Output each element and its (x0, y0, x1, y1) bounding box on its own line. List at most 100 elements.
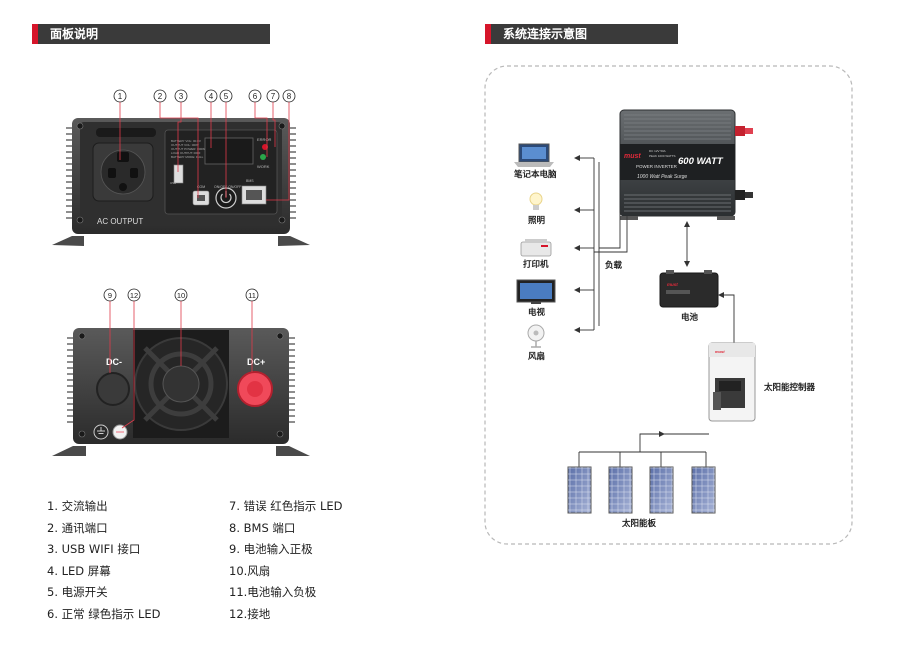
callout-leaders (119, 102, 290, 201)
dc-minus-terminal (96, 372, 130, 406)
callout-label: 12 (130, 291, 138, 300)
panels-arrow (659, 431, 665, 437)
callout-label: 11 (248, 291, 256, 300)
legend-item: 8. BMS 端口 (229, 520, 296, 535)
rear-panel: DC- DC+ 9 12 10 11 (52, 288, 310, 456)
header-title: 面板说明 (50, 27, 99, 41)
legend-item: 5. 电源开关 (47, 585, 108, 599)
solar-panels (567, 466, 716, 514)
callout-label: 4 (209, 92, 214, 101)
inverter-spec: PEAK 1000 WATTS (649, 154, 676, 158)
inverter-subtitle: POWER INVERTER (636, 164, 678, 169)
callout-label: 3 (179, 92, 184, 101)
legend-item: 6. 正常 绿色指示 LED (47, 606, 161, 621)
screw (276, 430, 284, 438)
lcd-line: BATTERY MODE: FULL (171, 155, 204, 159)
work-led (260, 154, 266, 160)
legend-item: 7. 错误 红色指示 LED (229, 499, 343, 513)
controller-label: 太阳能控制器 (763, 382, 816, 393)
lcd-line: OUTPUT POWER: 000W (171, 147, 205, 151)
header-accent (485, 24, 491, 44)
front-panel: AC OUTPUT BATTERY VOL: 00.0V OUTPUT VOL:… (52, 89, 310, 246)
section-header-panel: 面板说明 (32, 24, 270, 44)
load-label-light: 照明 (528, 216, 546, 226)
battery-brand: must (667, 282, 678, 287)
usb-label: USB (170, 181, 176, 185)
dc-minus-label: DC- (106, 357, 122, 367)
solar-controller-device: must (708, 342, 756, 422)
screw (76, 122, 84, 130)
section-header-system: 系统连接示意图 (485, 24, 678, 44)
heat-fins-right (289, 127, 296, 219)
controller-brand: must (715, 349, 725, 354)
callout-label: 2 (158, 92, 163, 101)
load-group-label: 负载 (605, 260, 623, 271)
screw (76, 216, 84, 224)
vent-slot (96, 128, 156, 137)
inverter-surge: 1000 Watt Peak Surge (637, 174, 687, 180)
inverter-brand: must (624, 153, 641, 160)
error-label: ERROR (257, 137, 272, 142)
callout-label: 8 (287, 92, 292, 101)
error-led (262, 144, 268, 150)
callout-label: 9 (108, 291, 112, 300)
load-light-icon (529, 192, 543, 210)
header-title: 系统连接示意图 (503, 27, 588, 41)
callout-label: 10 (177, 291, 185, 300)
callouts-front (113, 89, 296, 103)
ac-output-label: AC OUTPUT (97, 217, 143, 226)
legend-item: 10.风扇 (229, 563, 271, 578)
legend-item: 4. LED 屏幕 (47, 563, 111, 578)
load-label-tv: 电视 (528, 307, 546, 318)
legend-list-right: 7. 错误 红色指示 LED 8. BMS 端口 9. 电池输入正极 10.风扇… (229, 496, 342, 625)
legend-item: 11.电池输入负极 (229, 585, 317, 599)
legend-item: 9. 电池输入正极 (229, 542, 313, 556)
battery-device: must (659, 270, 719, 308)
diagram-border (484, 65, 853, 545)
lcd-line: OUTPUT VOL: 000V (171, 143, 199, 147)
inverter-battery-link (684, 221, 690, 267)
panels-label: 太阳能板 (621, 518, 657, 529)
inverter-title: 600 WATT (678, 156, 724, 167)
inverter-device: must DC 12V 50A PEAK 1000 WATTS 600 WATT… (619, 109, 753, 220)
system-diagram: must DC 12V 50A PEAK 1000 WATTS 600 WATT… (484, 65, 853, 545)
work-label: WORK (257, 164, 270, 169)
load-tv-icon (516, 279, 556, 304)
heat-fins-rear (67, 337, 295, 423)
callout-label: 5 (224, 92, 229, 101)
callout-label: 6 (253, 92, 258, 101)
callouts-rear (103, 288, 259, 302)
dc-plus-label: DC+ (247, 357, 265, 367)
foot-left (52, 236, 84, 246)
load-laptop-icon (514, 143, 554, 167)
legend-list-left: 1. 交流输出 2. 通讯端口 3. USB WIFI 接口 4. LED 屏幕… (47, 496, 160, 625)
foot-right (278, 236, 310, 246)
screw (276, 332, 284, 340)
screw (78, 332, 86, 340)
lcd-screen (204, 137, 254, 165)
panels-controller-link (578, 433, 709, 467)
callout-label: 7 (271, 92, 276, 101)
foot-right (276, 446, 310, 456)
screw (78, 430, 86, 438)
legend-item: 1. 交流输出 (47, 499, 108, 513)
legend-item: 12.接地 (229, 606, 271, 621)
load-arrows (574, 155, 580, 333)
inverter-spec: DC 12V 50A (649, 149, 666, 153)
load-fan-icon (527, 324, 545, 348)
load-printer-icon (520, 239, 552, 257)
lcd-line: BATTERY VOL: 00.0V (171, 139, 201, 143)
bms-label: BMS (246, 179, 254, 183)
switch-label: ON/OFF ON/OFF (214, 185, 241, 189)
screw (278, 122, 286, 130)
load-wiring (578, 157, 628, 331)
battery-label: 电池 (681, 312, 699, 323)
heat-fins-left (66, 127, 72, 219)
usb-port (173, 164, 184, 184)
screw (278, 216, 286, 224)
load-label-laptop: 笔记本电脑 (513, 169, 557, 180)
lcd-legend: BATTERY VOL: 00.0V OUTPUT VOL: 000V OUTP… (171, 139, 205, 159)
load-label-printer: 打印机 (523, 259, 549, 270)
callout-leaders-rear (109, 301, 253, 429)
